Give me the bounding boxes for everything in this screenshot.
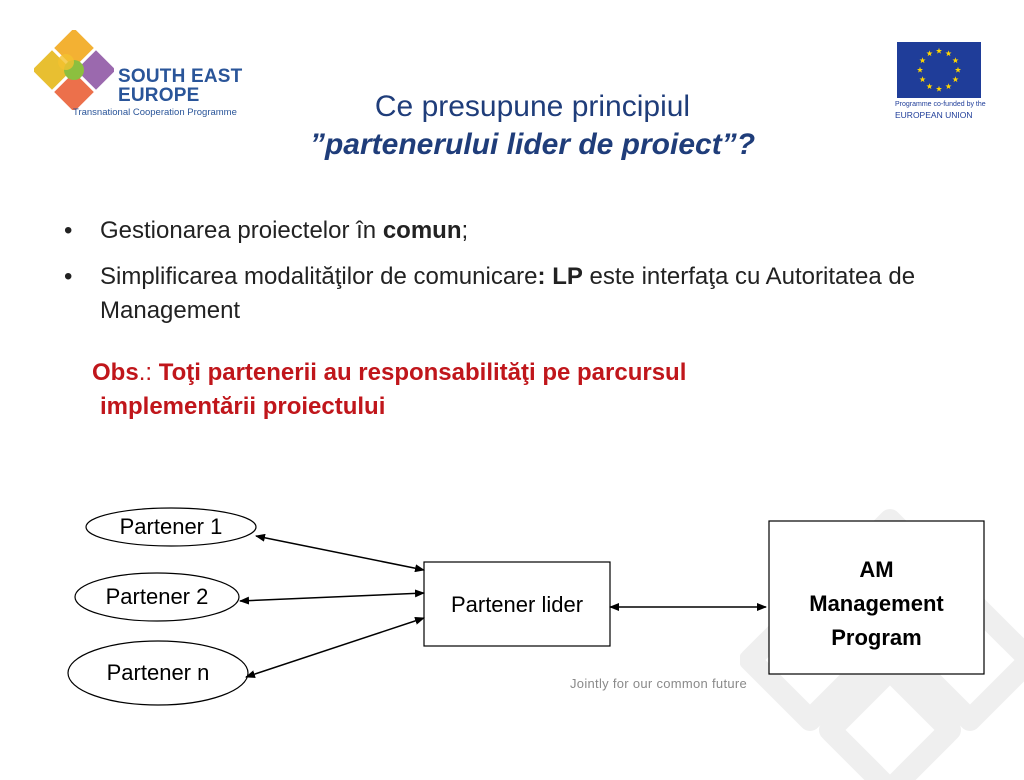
- bullet-item-1: • Gestionarea proiectelor în comun;: [60, 214, 980, 248]
- logo-line-1: SOUTH EAST: [118, 66, 243, 87]
- obs-punct: .:: [138, 359, 159, 386]
- partner-1-node: [85, 507, 257, 547]
- eu-star-icon: [954, 66, 962, 73]
- eu-star-icon: [919, 57, 926, 64]
- arrow-partner1-lead: [255, 533, 425, 573]
- eu-star-icon: [926, 83, 933, 90]
- lead-partner-label: Partener lider: [450, 592, 584, 617]
- eu-star-icon: [926, 50, 933, 57]
- title-line-2: ”partenerului lider de proiect”?: [309, 128, 756, 161]
- title-line-1: Ce presupune principiul: [374, 90, 691, 123]
- flower-logo-icon: [34, 30, 114, 110]
- eu-badge-line-1: Programme co-funded by the: [895, 101, 986, 108]
- eu-star-icon: [935, 85, 943, 92]
- bullet-list: • Gestionarea proiectelor în comun; • Si…: [60, 214, 980, 340]
- obs-label: Obs: [92, 359, 139, 386]
- am-label-line-2: Management: [809, 591, 944, 616]
- eu-badge-line-2: EUROPEAN UNION: [895, 110, 973, 120]
- lead-partner-node: [423, 561, 611, 647]
- eu-badge: Programme co-funded by the EUROPEAN UNIO…: [895, 42, 987, 122]
- arrow-partnern-lead: [245, 617, 425, 678]
- eu-star-icon: [952, 76, 959, 83]
- bullet-2-bold: LP: [552, 263, 583, 290]
- observation-note: Obs.: Toţi partenerii au responsabilităţ…: [92, 356, 972, 424]
- partner-n-label: Partener n: [106, 660, 210, 685]
- obs-text-line-1: Toţi partenerii au responsabilităţi pe p…: [158, 359, 687, 386]
- arrow-partner2-lead: [239, 589, 425, 605]
- bullet-dot-icon: •: [64, 263, 73, 290]
- obs-text-line-2: implementării proiectului: [100, 393, 386, 420]
- eu-star-icon: [919, 76, 926, 83]
- bullet-dot-icon: •: [64, 217, 73, 244]
- eu-star-icon: [935, 47, 943, 54]
- bullet-1-after: ;: [461, 217, 469, 244]
- partner-1-label: Partener 1: [119, 514, 223, 539]
- partner-2-label: Partener 2: [105, 584, 209, 609]
- am-label-line-3: Program: [831, 625, 922, 650]
- bullet-1-bold: comun: [382, 217, 462, 244]
- am-label-line-1: AM: [859, 557, 894, 582]
- bullet-2-colon: :: [537, 263, 553, 290]
- am-label: AM Management Program: [769, 553, 984, 655]
- eu-star-icon: [916, 66, 924, 73]
- bullet-2-text: Simplificarea modalităţilor de comunicar…: [100, 263, 538, 290]
- slide-title: Ce presupune principiul ”partenerului li…: [200, 88, 865, 164]
- partner-2-node: [74, 572, 240, 622]
- logo-line-2: EUROPE: [118, 85, 200, 106]
- bullet-2-after: este interfaţa cu Autoritatea de Managem…: [100, 263, 916, 324]
- eu-star-icon: [952, 57, 959, 64]
- south-east-europe-logo: SOUTH EAST EUROPE Transnational Cooperat…: [34, 30, 274, 120]
- eu-flag-icon: [897, 42, 981, 98]
- bullet-item-2: • Simplificarea modalităţilor de comunic…: [60, 260, 980, 328]
- tagline: Jointly for our common future: [570, 676, 748, 691]
- eu-stars-icon: [916, 47, 962, 92]
- eu-star-icon: [945, 83, 952, 90]
- eu-star-icon: [945, 50, 952, 57]
- logo-subtitle: Transnational Cooperation Programme: [73, 107, 237, 118]
- obs-line-1: Obs.: Toţi partenerii au responsabilităţ…: [92, 356, 972, 390]
- bullet-1-text: Gestionarea proiectelor în: [100, 217, 383, 244]
- am-node: [768, 520, 985, 675]
